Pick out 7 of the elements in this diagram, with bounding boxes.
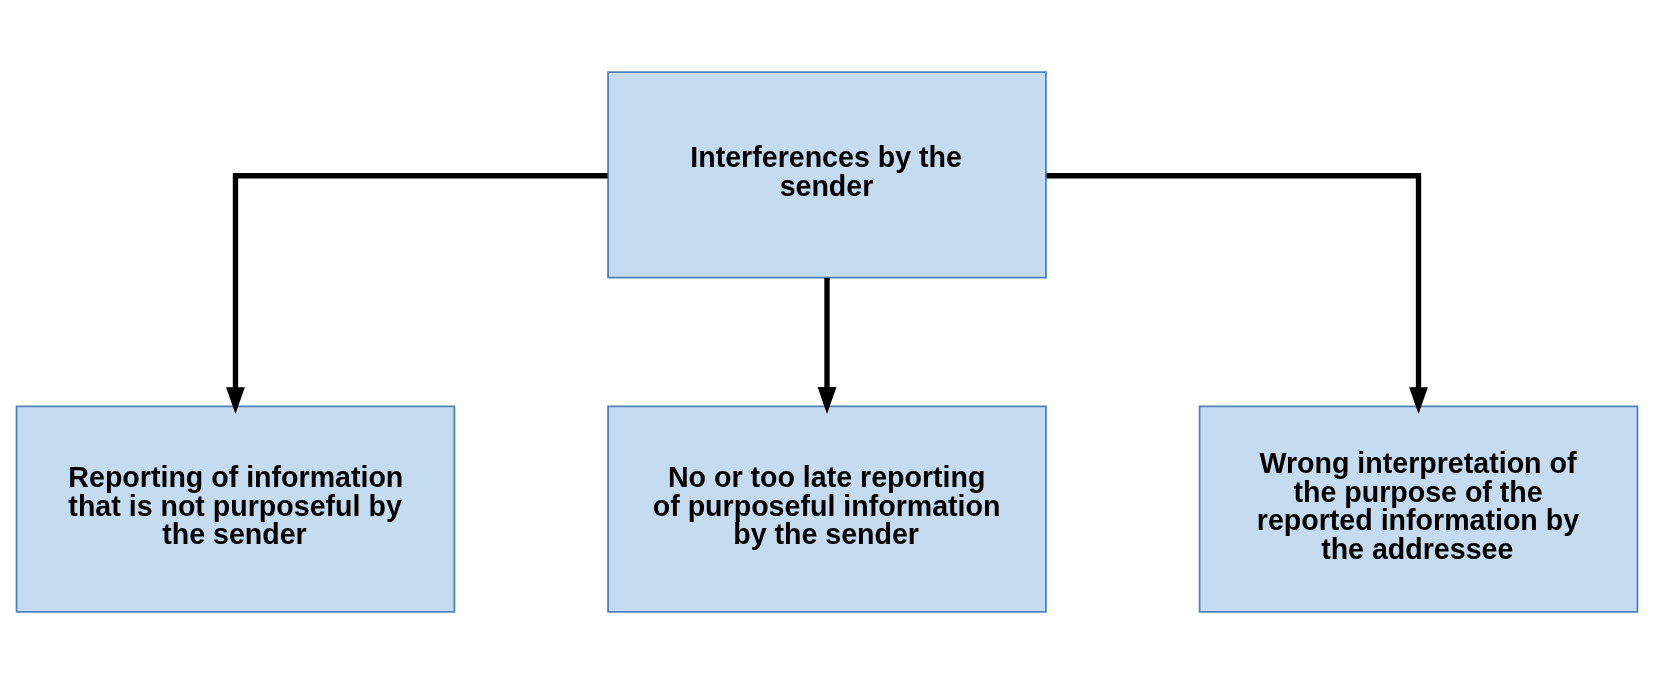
arrow — [1046, 172, 1428, 414]
node-box: Reporting of information that is not purposeful by the sender — [15, 404, 456, 613]
node-box: No or too late reporting of purposeful information by the sender — [607, 404, 1047, 613]
arrow — [817, 277, 837, 414]
node-box: Interferences by the sender — [607, 70, 1047, 279]
arrow — [226, 172, 608, 414]
node-box: Wrong interpretation of the purpose of the reported information by the addressee — [1198, 404, 1639, 613]
